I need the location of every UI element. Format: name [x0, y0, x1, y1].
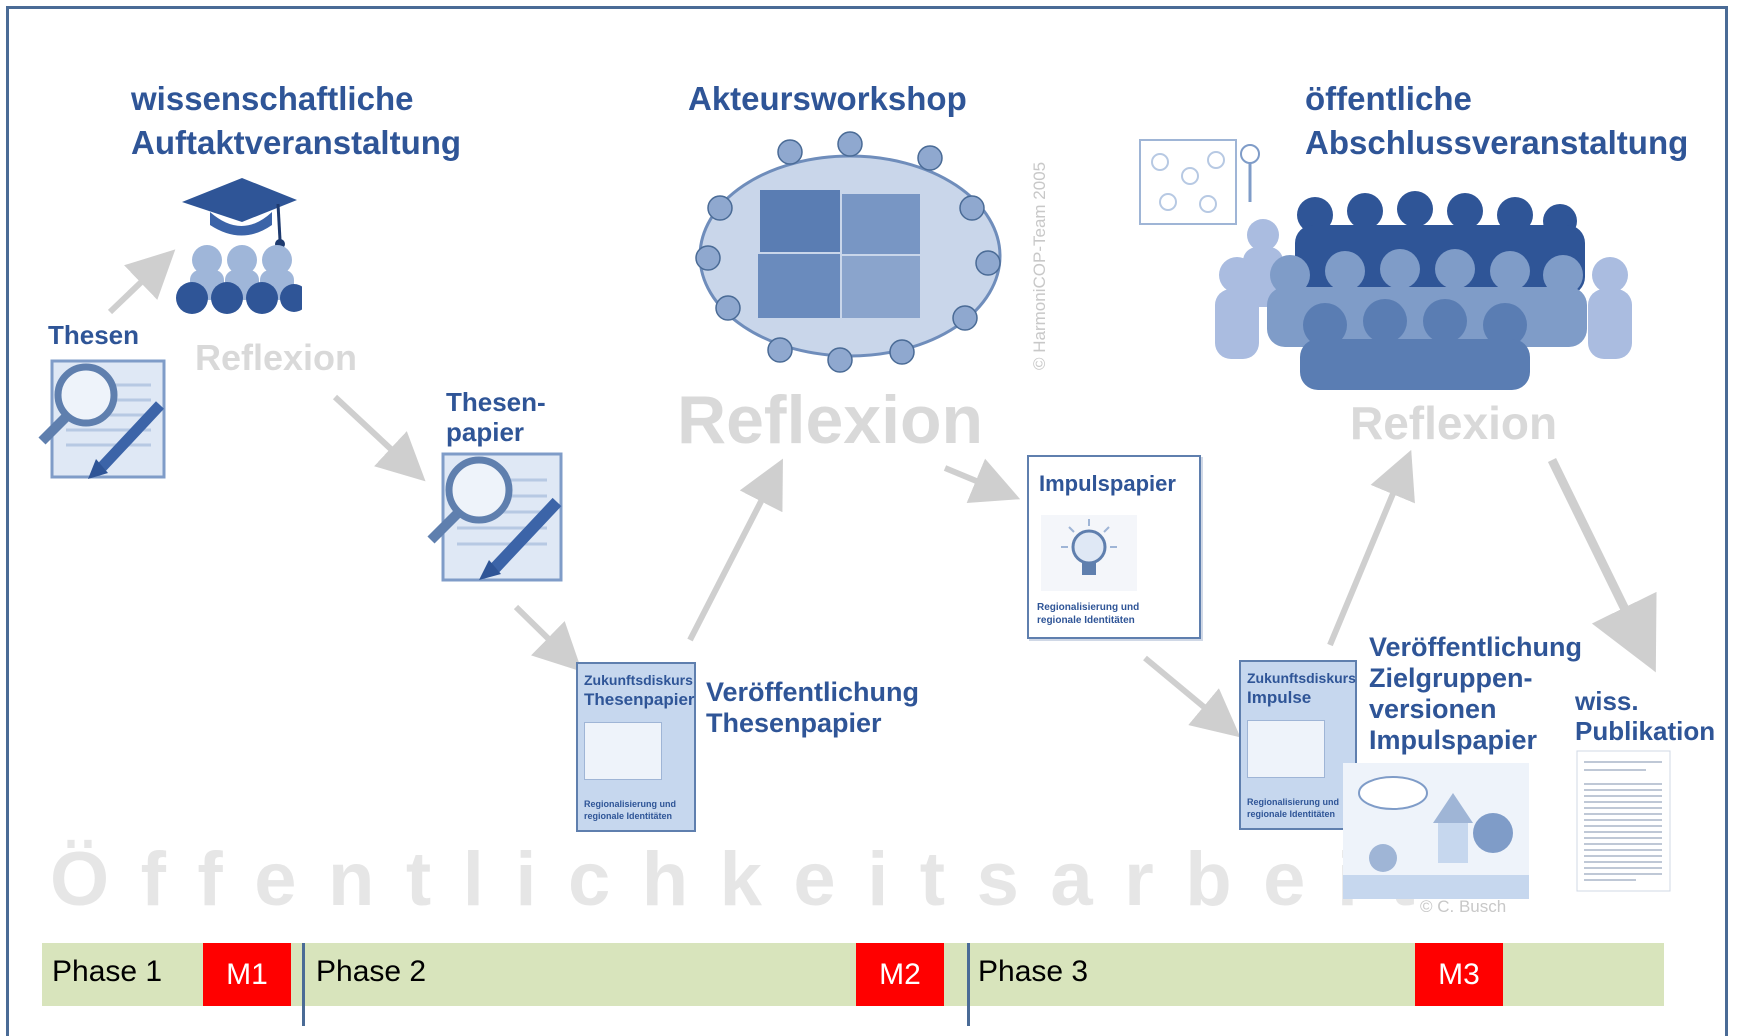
- thesenpapier-cover-footer-line2: regionale Identitäten: [584, 811, 673, 821]
- impulse-cover-illustration: [1247, 720, 1325, 778]
- reflexion-label-2: Reflexion: [677, 382, 984, 458]
- arrow-thesen-to-kickoff: [107, 249, 176, 315]
- impulse-cover-footer-line2: regionale Identitäten: [1247, 809, 1336, 819]
- thesen-document-icon: [38, 359, 166, 479]
- closing-title-line1: öffentliche: [1305, 80, 1472, 117]
- phase-divider-2: [967, 943, 970, 1026]
- wiss-publikation-line1: wiss.: [1575, 686, 1639, 716]
- thesenpapier-cover: Zukunftsdiskurs Thesenpapier Regionalisi…: [576, 662, 696, 832]
- impulspapier-title: Impulspapier: [1039, 471, 1176, 496]
- publication-zielgruppen-line1: Veröffentlichung: [1369, 632, 1583, 662]
- background-oeffentlichkeitsarbeit: Öffentlichkeitsarbeit: [50, 837, 1447, 922]
- arrow-reflexion-to-publikation: [1547, 458, 1657, 673]
- audience-crowd-illustration: [1215, 191, 1632, 390]
- harmonicop-credit: © HarmoniCOP-Team 2005: [1030, 161, 1049, 370]
- milestone-m3: M3: [1415, 943, 1503, 1006]
- kickoff-title-line1: wissenschaftliche: [131, 80, 414, 117]
- diagram-frame: [6, 6, 1728, 1036]
- milestone-m1: M1: [203, 943, 291, 1006]
- publication-zielgruppen-label: Veröffentlichung Zielgruppen- versionen …: [1369, 632, 1582, 756]
- thesenpapier-cover-series: Zukunftsdiskurs: [584, 672, 693, 688]
- impulspapier-footer-line1: Regionalisierung und: [1037, 602, 1140, 613]
- graduation-audience-icon: [176, 178, 302, 314]
- lightbulb-icon: [1041, 515, 1137, 591]
- milestone-m2: M2: [856, 943, 944, 1006]
- impulse-cover-series: Zukunftsdiskurs: [1247, 670, 1356, 686]
- arrow-reflexion-to-impulspapier: [943, 458, 1021, 503]
- phase-timeline-bar: [42, 943, 1664, 1006]
- impulspapier-document: Impulspapier Regionalisierung und region…: [1027, 455, 1201, 639]
- thesen-label: Thesen: [48, 320, 140, 350]
- impulse-cover: Zukunftsdiskurs Impulse Regionalisierung…: [1239, 660, 1357, 830]
- thesenpapier-cover-illustration: [584, 722, 662, 780]
- phase-1-label: Phase 1: [52, 955, 163, 988]
- thesenpapier-label-line2: papier: [446, 417, 525, 447]
- closing-title: öffentliche Abschlussveranstaltung: [1305, 77, 1688, 165]
- phase-divider-1: [302, 943, 305, 1026]
- publication-zielgruppen-line3: versionen: [1369, 694, 1497, 724]
- phase-2-label: Phase 2: [316, 955, 427, 988]
- kickoff-title: wissenschaftliche Auftaktveranstaltung: [131, 77, 461, 165]
- thesenpapier-cover-title: Thesenpapier: [584, 690, 695, 709]
- arrow-reflexion-to-thesenpapier: [332, 394, 426, 482]
- busch-credit: © C. Busch: [1420, 897, 1507, 916]
- impulse-cover-footer-line1: Regionalisierung und: [1247, 797, 1340, 807]
- publication-zielgruppen-line4: Impulspapier: [1369, 725, 1538, 755]
- presentation-board-icon: [1139, 139, 1260, 225]
- reflexion-label-1: Reflexion: [195, 337, 358, 378]
- wiss-publikation-label: wiss. Publikation: [1575, 686, 1715, 746]
- cartoon-village-illustration: [1343, 763, 1529, 899]
- thesenpapier-label: Thesen- papier: [446, 387, 546, 447]
- arrow-publication-to-reflexion: [687, 458, 783, 642]
- arrow-thesenpapier-to-publication: [513, 604, 583, 672]
- impulse-cover-title: Impulse: [1247, 688, 1312, 707]
- workshop-roundtable-illustration: [695, 131, 1002, 373]
- impulse-cover-footer: Regionalisierung und regionale Identität…: [1247, 796, 1339, 820]
- arrow-impulspapier-to-impulse: [1143, 655, 1241, 738]
- thesenpapier-cover-footer: Regionalisierung und regionale Identität…: [584, 798, 676, 822]
- publication-thesenpapier-label: Veröffentlichung Thesenpapier: [706, 677, 919, 739]
- impulspapier-footer: Regionalisierung und regionale Identität…: [1037, 601, 1139, 627]
- thesenpapier-label-line1: Thesen-: [446, 387, 546, 417]
- paper-document-icon: [1576, 750, 1671, 892]
- publication-thesenpapier-line2: Thesenpapier: [706, 708, 882, 738]
- workshop-title: Akteursworkshop: [688, 80, 967, 117]
- phase-3-label: Phase 3: [978, 955, 1089, 988]
- thesenpapier-document-icon: [427, 452, 563, 582]
- arrow-impulse-to-reflexion: [1327, 449, 1415, 647]
- kickoff-title-line2: Auftaktveranstaltung: [131, 124, 462, 161]
- thesenpapier-cover-footer-line1: Regionalisierung und: [584, 799, 677, 809]
- publication-thesenpapier-line1: Veröffentlichung: [706, 677, 920, 707]
- wiss-publikation-line2: Publikation: [1575, 716, 1716, 746]
- impulspapier-footer-line2: regionale Identitäten: [1037, 615, 1135, 626]
- closing-title-line2: Abschlussveranstaltung: [1305, 124, 1689, 161]
- reflexion-label-3: Reflexion: [1350, 397, 1558, 449]
- publication-zielgruppen-line2: Zielgruppen-: [1369, 663, 1533, 693]
